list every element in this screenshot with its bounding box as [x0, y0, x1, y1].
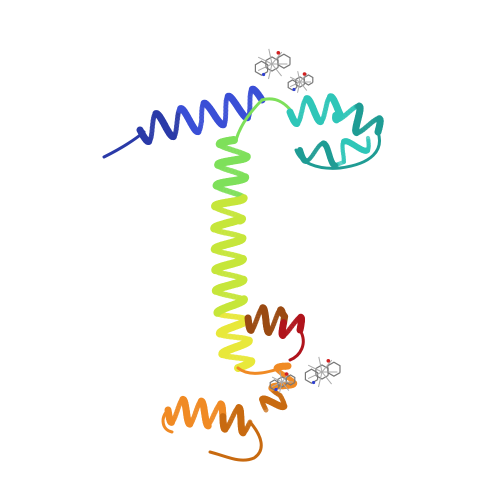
ligand-bond: [271, 381, 283, 388]
helix-turn: [262, 405, 269, 413]
ligand-atom: [284, 372, 289, 376]
ligand-bond: [279, 371, 283, 383]
helix-turn: [246, 326, 255, 334]
ligand-bond: [257, 63, 273, 72]
ligand-bond: [257, 56, 273, 65]
helix-turn: [332, 115, 340, 124]
ligand-bond: [307, 364, 323, 373]
n-terminal-coil: [102, 130, 146, 159]
lower-ligand: [269, 356, 341, 393]
helix-turn: [220, 425, 229, 433]
helix-2: [260, 93, 384, 170]
helix-turn: [330, 161, 338, 169]
ligand-ring: [304, 368, 319, 384]
teal-central-loop: [234, 98, 264, 142]
ligand-ring: [303, 74, 314, 86]
helix-turn: [210, 244, 220, 254]
helix-turn: [264, 328, 273, 336]
helix-turn: [211, 265, 220, 275]
ligand-bond: [321, 371, 332, 385]
ligand-bond: [268, 63, 273, 80]
c-terminal-helix: [244, 304, 305, 362]
ligand-bond: [289, 76, 301, 83]
ligand-bond: [321, 359, 333, 373]
helix-turn: [203, 421, 212, 430]
ligand-bond: [297, 81, 301, 93]
teal-loop: [294, 130, 381, 170]
ligand-bond: [271, 376, 283, 383]
ligand-ring: [254, 60, 269, 76]
ligand-atom: [262, 72, 266, 77]
helix-turn: [273, 364, 282, 372]
n-terminal-tail: [102, 130, 146, 159]
helix-turn: [211, 201, 220, 211]
ligand-bond: [271, 51, 283, 65]
helix-turn: [210, 223, 219, 233]
ligand-bond: [271, 63, 282, 77]
ligand-bond: [281, 381, 290, 391]
ligand-bond: [318, 371, 323, 388]
ligand-bond: [299, 81, 308, 91]
ligand-atom: [274, 387, 278, 392]
helix-turn: [215, 139, 225, 149]
ligand-atom: [292, 87, 296, 92]
orange-tail-loop: [208, 420, 263, 462]
helix-turn: [212, 180, 222, 190]
ligand-bond: [318, 356, 323, 373]
ligand-bond: [289, 81, 301, 88]
ligand-atom: [326, 359, 331, 363]
helix-turn: [214, 160, 223, 169]
helix-turn: [167, 418, 175, 426]
ligand-atom: [276, 51, 281, 55]
helix-turn: [239, 428, 247, 437]
ligand-bond: [297, 71, 301, 83]
ligand-ring: [327, 361, 341, 377]
ligand-atom: [302, 72, 307, 76]
ligand-bond: [268, 48, 273, 65]
helix-turn: [352, 128, 360, 137]
upper-ligand: [254, 48, 314, 93]
helix-turn: [278, 331, 287, 339]
ligand-bond: [307, 371, 323, 380]
ligand-ring: [277, 53, 291, 69]
ligand-atom: [312, 380, 316, 385]
central-helix: [210, 98, 264, 372]
helix-1: [136, 85, 266, 145]
orange-hook: [161, 408, 174, 434]
ligand-bond: [279, 381, 283, 393]
red-loop: [288, 328, 305, 362]
